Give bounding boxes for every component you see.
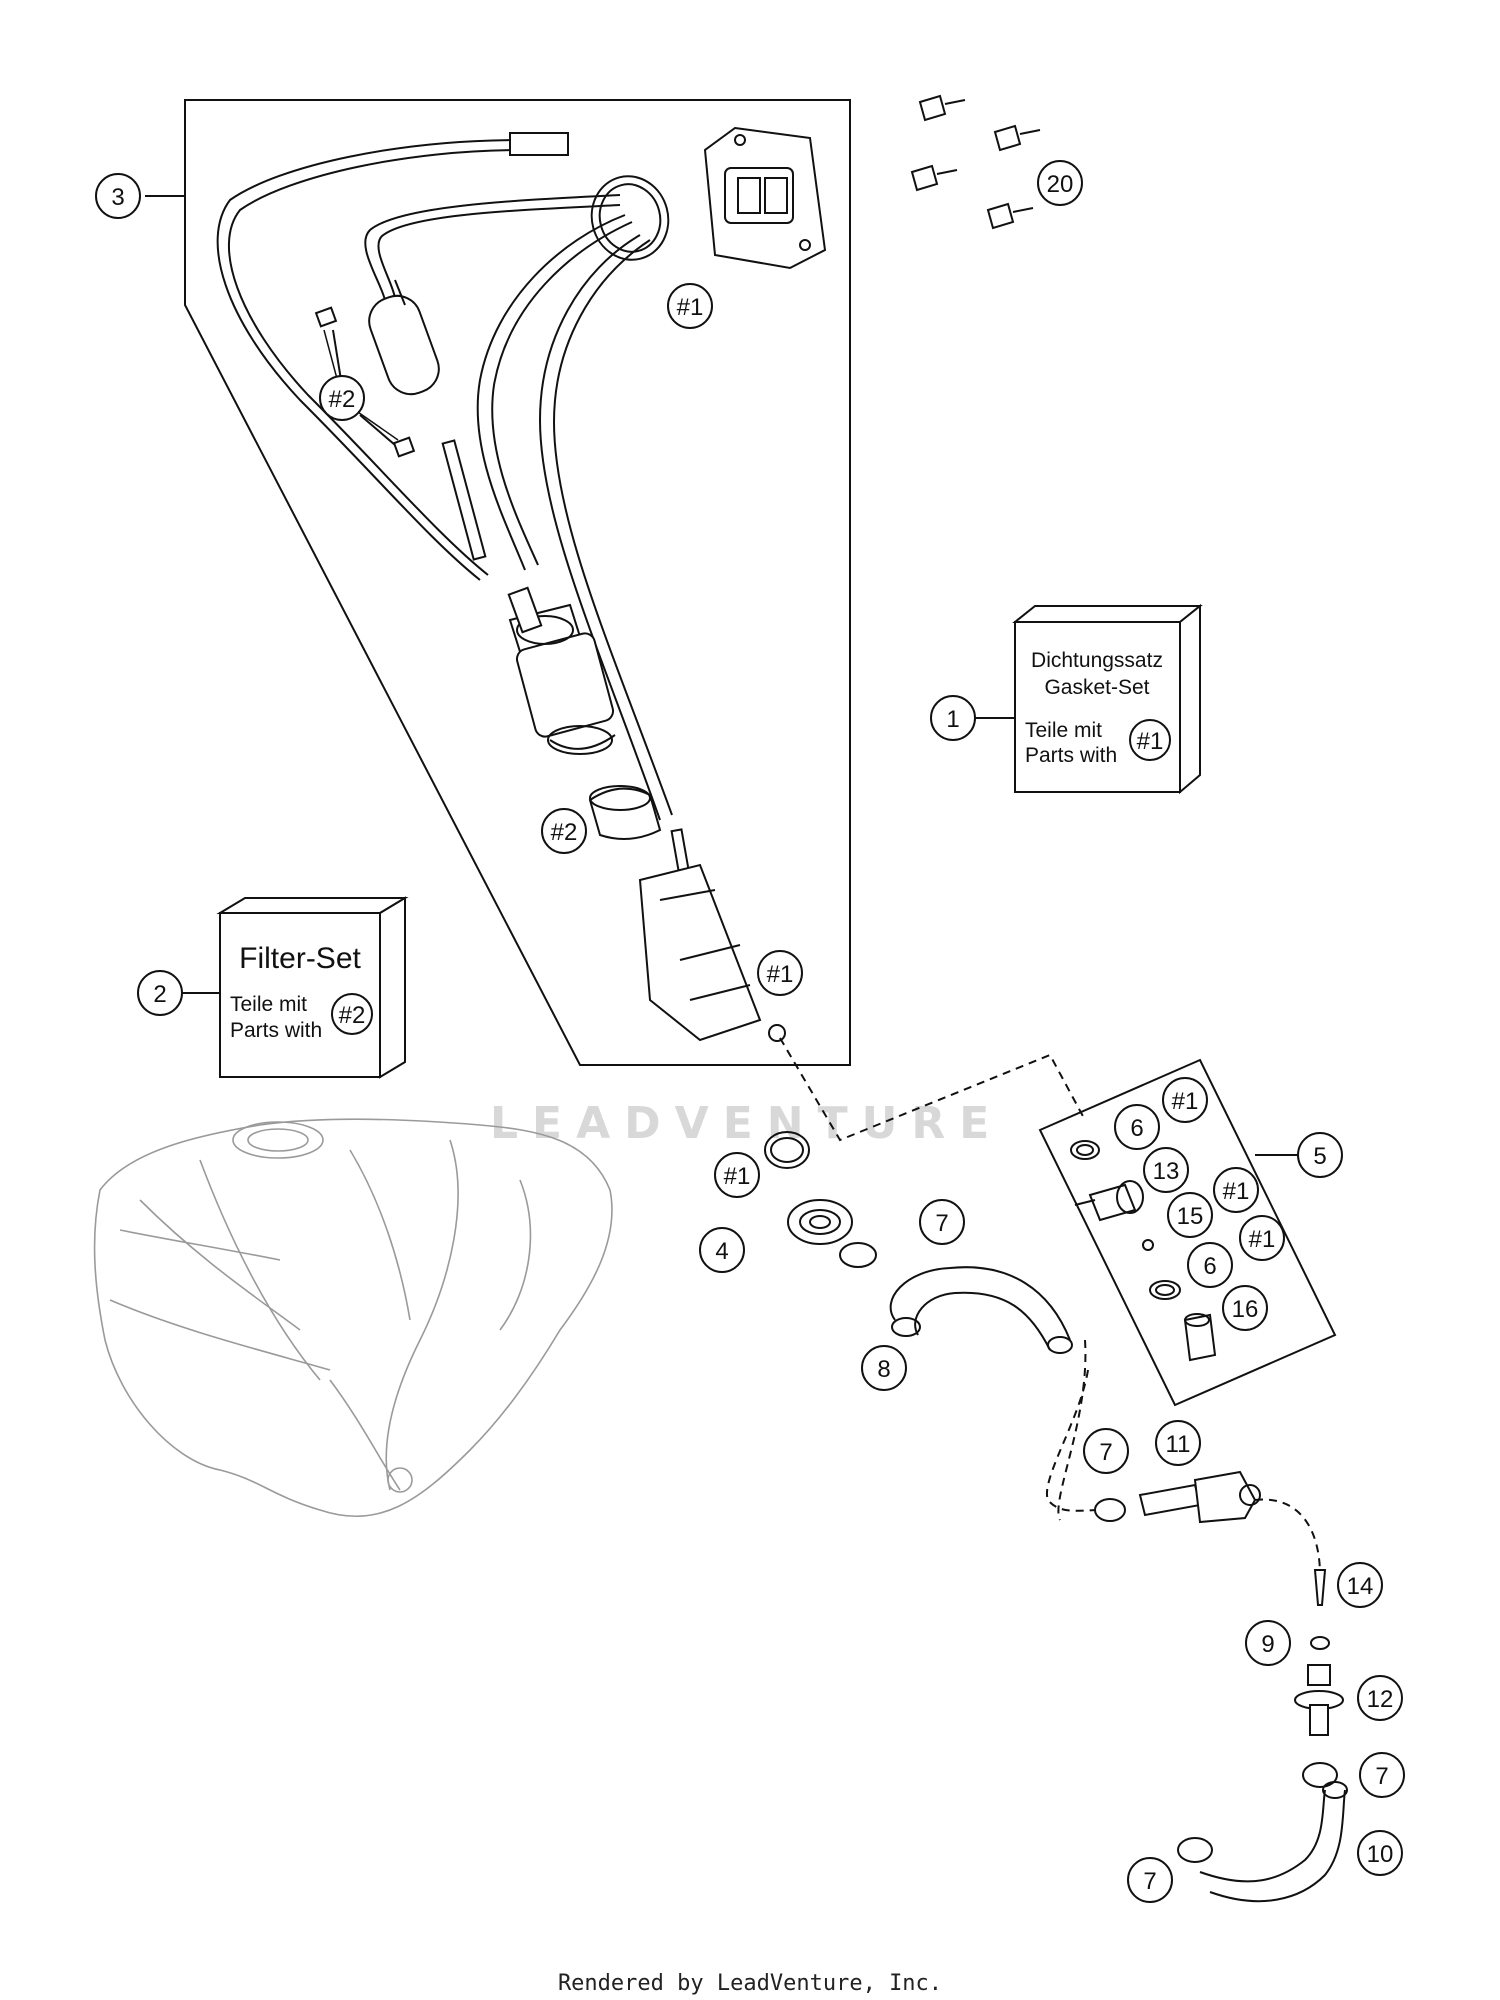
svg-text:4: 4 xyxy=(715,1238,728,1265)
lower-parts xyxy=(1177,1569,1348,1903)
callout-6-top[interactable]: 6 xyxy=(1114,1104,1160,1150)
svg-text:6: 6 xyxy=(1203,1253,1216,1280)
callouts: 3 20 #1 #2 1 #2 2 #1 #1 6 5 13 #1 #1 15 … xyxy=(95,160,1405,1903)
callout-1[interactable]: 1 xyxy=(930,695,976,741)
svg-text:#2: #2 xyxy=(551,819,578,846)
svg-text:9: 9 xyxy=(1261,1631,1274,1658)
filter-set-box: Filter-Set Teile mit Parts with #2 xyxy=(216,896,409,1079)
connector-11 xyxy=(1094,1470,1261,1524)
callout-4[interactable]: 4 xyxy=(699,1227,745,1273)
callout-15[interactable]: 15 xyxy=(1167,1192,1213,1238)
callout-6-low[interactable]: 6 xyxy=(1187,1242,1233,1288)
svg-text:11: 11 xyxy=(1166,1431,1191,1458)
callout-3[interactable]: 3 xyxy=(95,173,141,219)
fuel-tank xyxy=(93,1118,613,1518)
gasket-set-line3: Teile mit xyxy=(1025,719,1102,742)
callout-11[interactable]: 11 xyxy=(1155,1420,1201,1466)
callout-h1-oring[interactable]: #1 xyxy=(757,950,803,996)
footer-credit: Rendered by LeadVenture, Inc. xyxy=(558,1971,942,1996)
filter-set-title: Filter-Set xyxy=(239,942,361,975)
svg-text:#1: #1 xyxy=(1172,1088,1199,1115)
svg-text:1: 1 xyxy=(946,706,959,733)
svg-text:10: 10 xyxy=(1367,1841,1394,1868)
svg-text:#1: #1 xyxy=(1249,1226,1276,1253)
callout-h1-seal[interactable]: #1 xyxy=(714,1152,760,1198)
svg-text:#2: #2 xyxy=(329,386,356,413)
svg-text:8: 8 xyxy=(877,1356,890,1383)
svg-text:7: 7 xyxy=(1143,1868,1156,1895)
svg-text:#1: #1 xyxy=(677,294,704,321)
svg-text:#1: #1 xyxy=(767,961,794,988)
filter-set-ref: #2 xyxy=(339,1002,366,1029)
filter-set-line2: Parts with xyxy=(230,1019,322,1042)
svg-text:#1: #1 xyxy=(724,1163,751,1190)
svg-text:20: 20 xyxy=(1047,171,1074,198)
callout-2[interactable]: 2 xyxy=(137,970,183,1016)
assembly-frame xyxy=(184,99,851,1066)
svg-text:12: 12 xyxy=(1367,1686,1394,1713)
svg-text:15: 15 xyxy=(1177,1203,1204,1230)
callout-14[interactable]: 14 xyxy=(1337,1562,1383,1608)
watermark: LEADVENTURE xyxy=(490,1098,1003,1149)
callout-7-clamp12[interactable]: 7 xyxy=(1359,1752,1405,1798)
svg-text:13: 13 xyxy=(1153,1158,1180,1185)
hose-8 xyxy=(839,1242,1073,1354)
callout-h1-kit-top[interactable]: #1 xyxy=(1162,1077,1208,1123)
svg-text:14: 14 xyxy=(1347,1573,1374,1600)
callout-10[interactable]: 10 xyxy=(1357,1830,1403,1876)
gasket-set-box: Dichtungssatz Gasket-Set Teile mit Parts… xyxy=(1012,603,1203,795)
callout-5[interactable]: 5 xyxy=(1297,1132,1343,1178)
connection-lines xyxy=(779,1037,1321,1576)
gasket-set-line4: Parts with xyxy=(1025,744,1117,767)
gasket-set-line1: Dichtungssatz xyxy=(1031,649,1163,672)
filter-set-line1: Teile mit xyxy=(230,993,307,1016)
bolts-group xyxy=(910,94,1041,230)
kit-frame xyxy=(1038,1058,1337,1407)
svg-text:#1: #1 xyxy=(1223,1178,1250,1205)
callout-h1-kit-low[interactable]: #1 xyxy=(1239,1215,1285,1261)
seal-parts xyxy=(764,1131,853,1245)
callout-9[interactable]: 9 xyxy=(1245,1620,1291,1666)
svg-text:16: 16 xyxy=(1232,1296,1259,1323)
callout-7-clamp11[interactable]: 7 xyxy=(1083,1428,1129,1474)
gasket-set-line2: Gasket-Set xyxy=(1044,676,1149,699)
svg-text:6: 6 xyxy=(1130,1115,1143,1142)
callout-7-hose10[interactable]: 7 xyxy=(1127,1857,1173,1903)
gasket-set-ref: #1 xyxy=(1137,728,1164,755)
callout-h2-filter[interactable]: #2 xyxy=(319,375,365,421)
svg-text:7: 7 xyxy=(1099,1439,1112,1466)
callout-16[interactable]: 16 xyxy=(1222,1285,1268,1331)
callout-13[interactable]: 13 xyxy=(1143,1147,1189,1193)
callout-8[interactable]: 8 xyxy=(861,1345,907,1391)
svg-text:3: 3 xyxy=(111,184,124,211)
kit-parts xyxy=(1070,1140,1217,1362)
fuel-pump-assembly xyxy=(216,126,827,1042)
callout-h2-strainer[interactable]: #2 xyxy=(541,808,587,854)
callout-20[interactable]: 20 xyxy=(1037,160,1083,206)
callout-h1-kit-mid[interactable]: #1 xyxy=(1213,1167,1259,1213)
callout-7-hose8[interactable]: 7 xyxy=(919,1199,965,1245)
svg-text:5: 5 xyxy=(1313,1143,1326,1170)
callout-h1-flange[interactable]: #1 xyxy=(667,283,713,329)
svg-text:2: 2 xyxy=(153,981,166,1008)
svg-text:7: 7 xyxy=(935,1210,948,1237)
callout-12[interactable]: 12 xyxy=(1357,1675,1403,1721)
svg-text:7: 7 xyxy=(1375,1763,1388,1790)
